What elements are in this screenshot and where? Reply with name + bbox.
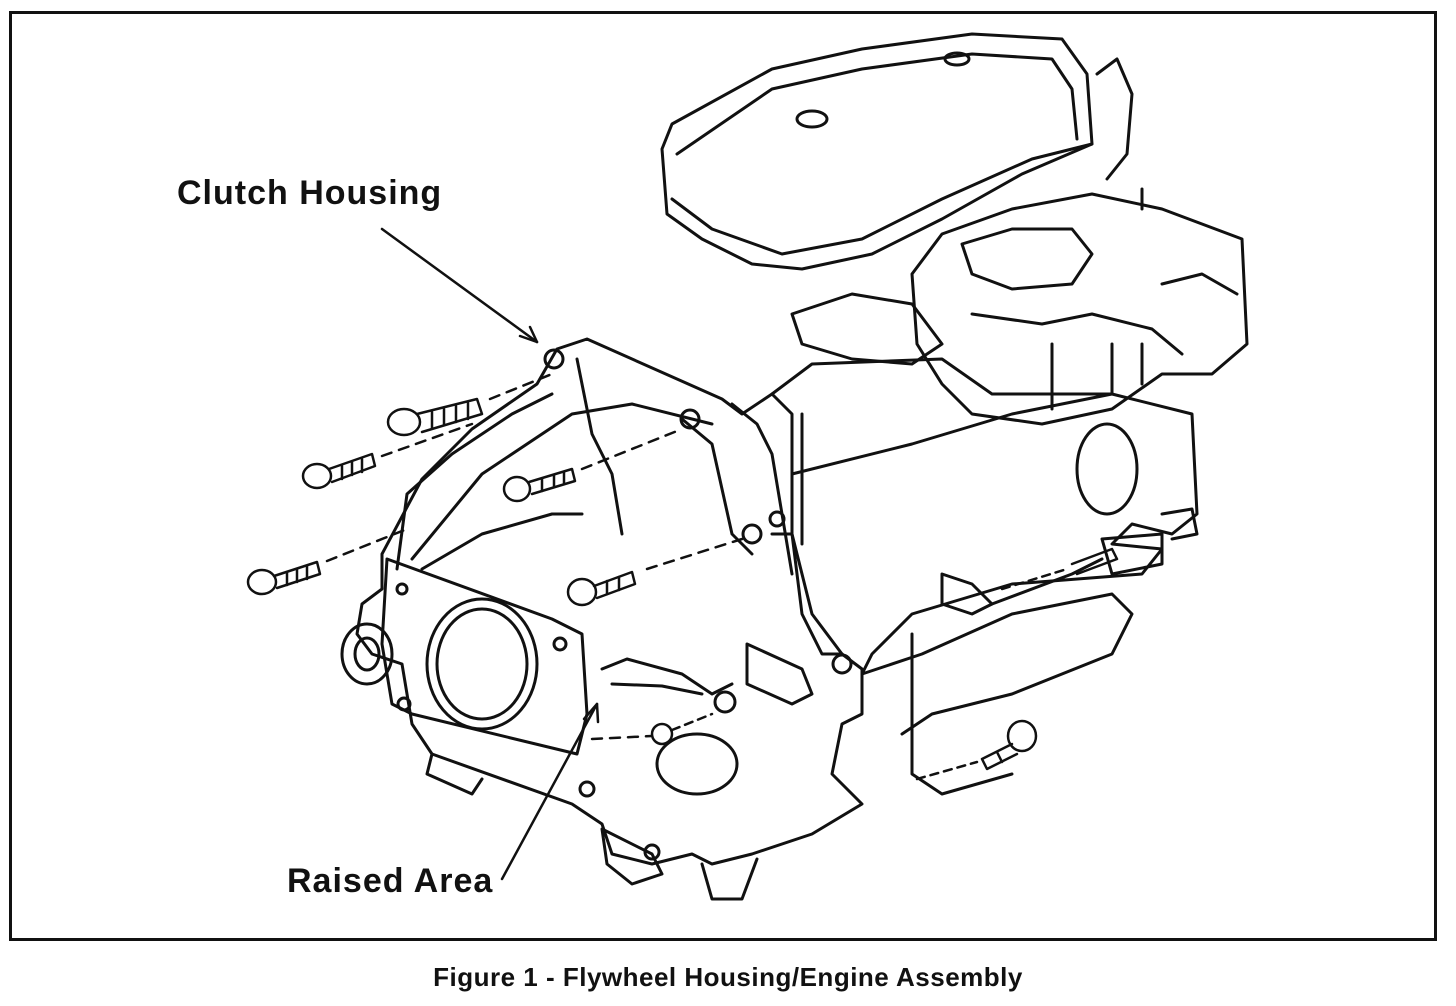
valve-cover bbox=[660, 32, 1134, 271]
figure-frame: Clutch Housing Raised Area bbox=[9, 11, 1437, 941]
bolts bbox=[246, 372, 1119, 781]
bolt-lower bbox=[590, 712, 714, 746]
bolt-mid bbox=[502, 427, 684, 503]
bolt-center bbox=[566, 537, 744, 607]
figure-caption: Figure 1 - Flywheel Housing/Engine Assem… bbox=[433, 962, 1023, 992]
intake-manifold bbox=[790, 187, 1249, 426]
bolt-upper-mid bbox=[301, 422, 474, 490]
leader-lines bbox=[380, 227, 600, 881]
flywheel-housing bbox=[340, 337, 864, 901]
bolt-upper-left bbox=[386, 372, 554, 437]
engine-assembly-drawing bbox=[12, 14, 1434, 938]
bolt-right bbox=[915, 719, 1038, 781]
clutch-housing-label: Clutch Housing bbox=[177, 174, 443, 212]
raised-area-label: Raised Area bbox=[287, 862, 494, 900]
engine-block bbox=[770, 357, 1199, 796]
bolt-left-lower bbox=[246, 527, 409, 596]
stud-right bbox=[1000, 547, 1119, 591]
